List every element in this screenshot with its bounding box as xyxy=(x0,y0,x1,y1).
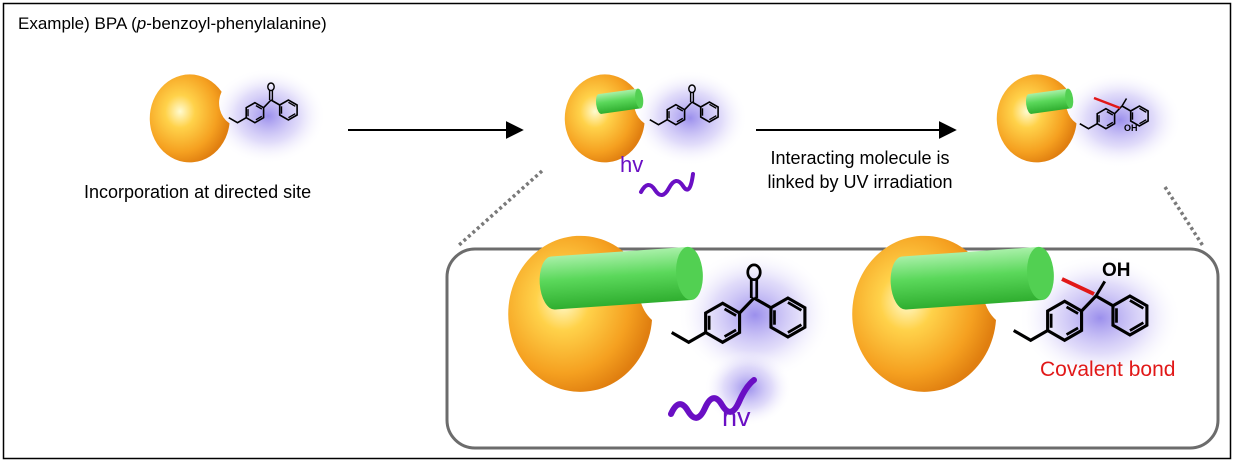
hv-label-large: hv xyxy=(722,402,751,432)
uv-linking-caption-line2: linked by UV irradiation xyxy=(767,172,953,192)
covalent-bond-line xyxy=(1061,277,1095,296)
uv-linking-caption: Interacting molecule is linked by UV irr… xyxy=(720,146,1000,194)
step2-protein-ligand-complex xyxy=(564,70,748,197)
protein-pacman-icon xyxy=(564,74,645,163)
protein-pacman-icon xyxy=(149,74,230,163)
title-suffix: -benzoyl-phenylalanine) xyxy=(146,14,327,33)
zoom-guide-left xyxy=(456,169,544,248)
step1-protein-with-bpa xyxy=(149,68,326,164)
uv-linking-caption-line1: Interacting molecule is xyxy=(770,148,950,168)
ligand-cylinder-icon xyxy=(537,245,705,311)
protein-pacman-icon xyxy=(996,74,1077,163)
zoom-before-uv xyxy=(508,235,833,426)
hv-label-small: hv xyxy=(620,152,644,177)
uv-wave-icon xyxy=(639,172,695,197)
uv-wave-icon xyxy=(668,377,757,421)
figure-title: Example) BPA (p-benzoyl-phenylalanine) xyxy=(18,14,327,34)
ligand-cylinder-icon xyxy=(888,245,1056,311)
covalent-bond-label: Covalent bond xyxy=(1040,358,1176,381)
title-italic-p: p xyxy=(136,14,147,33)
incorporation-caption: Incorporation at directed site xyxy=(84,182,312,202)
zoom-after-uv xyxy=(852,235,1182,392)
hydroxyl-label-large: OH xyxy=(1102,260,1131,281)
hydroxyl-label-small: OH xyxy=(1124,123,1138,133)
covalent-bond-line xyxy=(1093,96,1121,110)
step3-crosslinked-complex xyxy=(996,72,1182,168)
zoom-guide-right xyxy=(1163,186,1205,247)
title-prefix: Example) BPA ( xyxy=(18,14,137,33)
